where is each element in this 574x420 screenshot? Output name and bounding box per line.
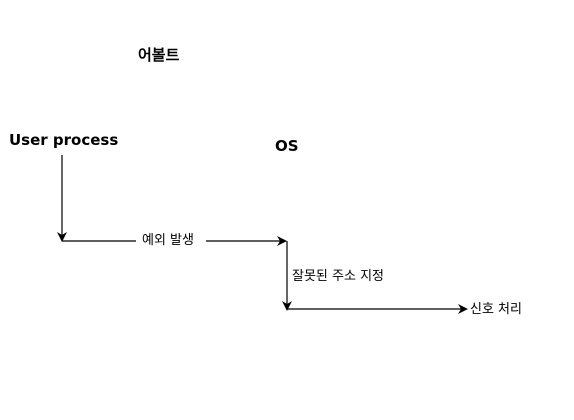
user-process-node: User process (9, 131, 119, 149)
exception-label: 예외 발생 (140, 233, 196, 248)
signal-label: 신호 처리 (470, 302, 522, 317)
bad-address-label: 잘못된 주소 지정 (292, 269, 384, 284)
diagram-title: 어볼트 (138, 46, 180, 64)
os-node: OS (275, 137, 299, 155)
